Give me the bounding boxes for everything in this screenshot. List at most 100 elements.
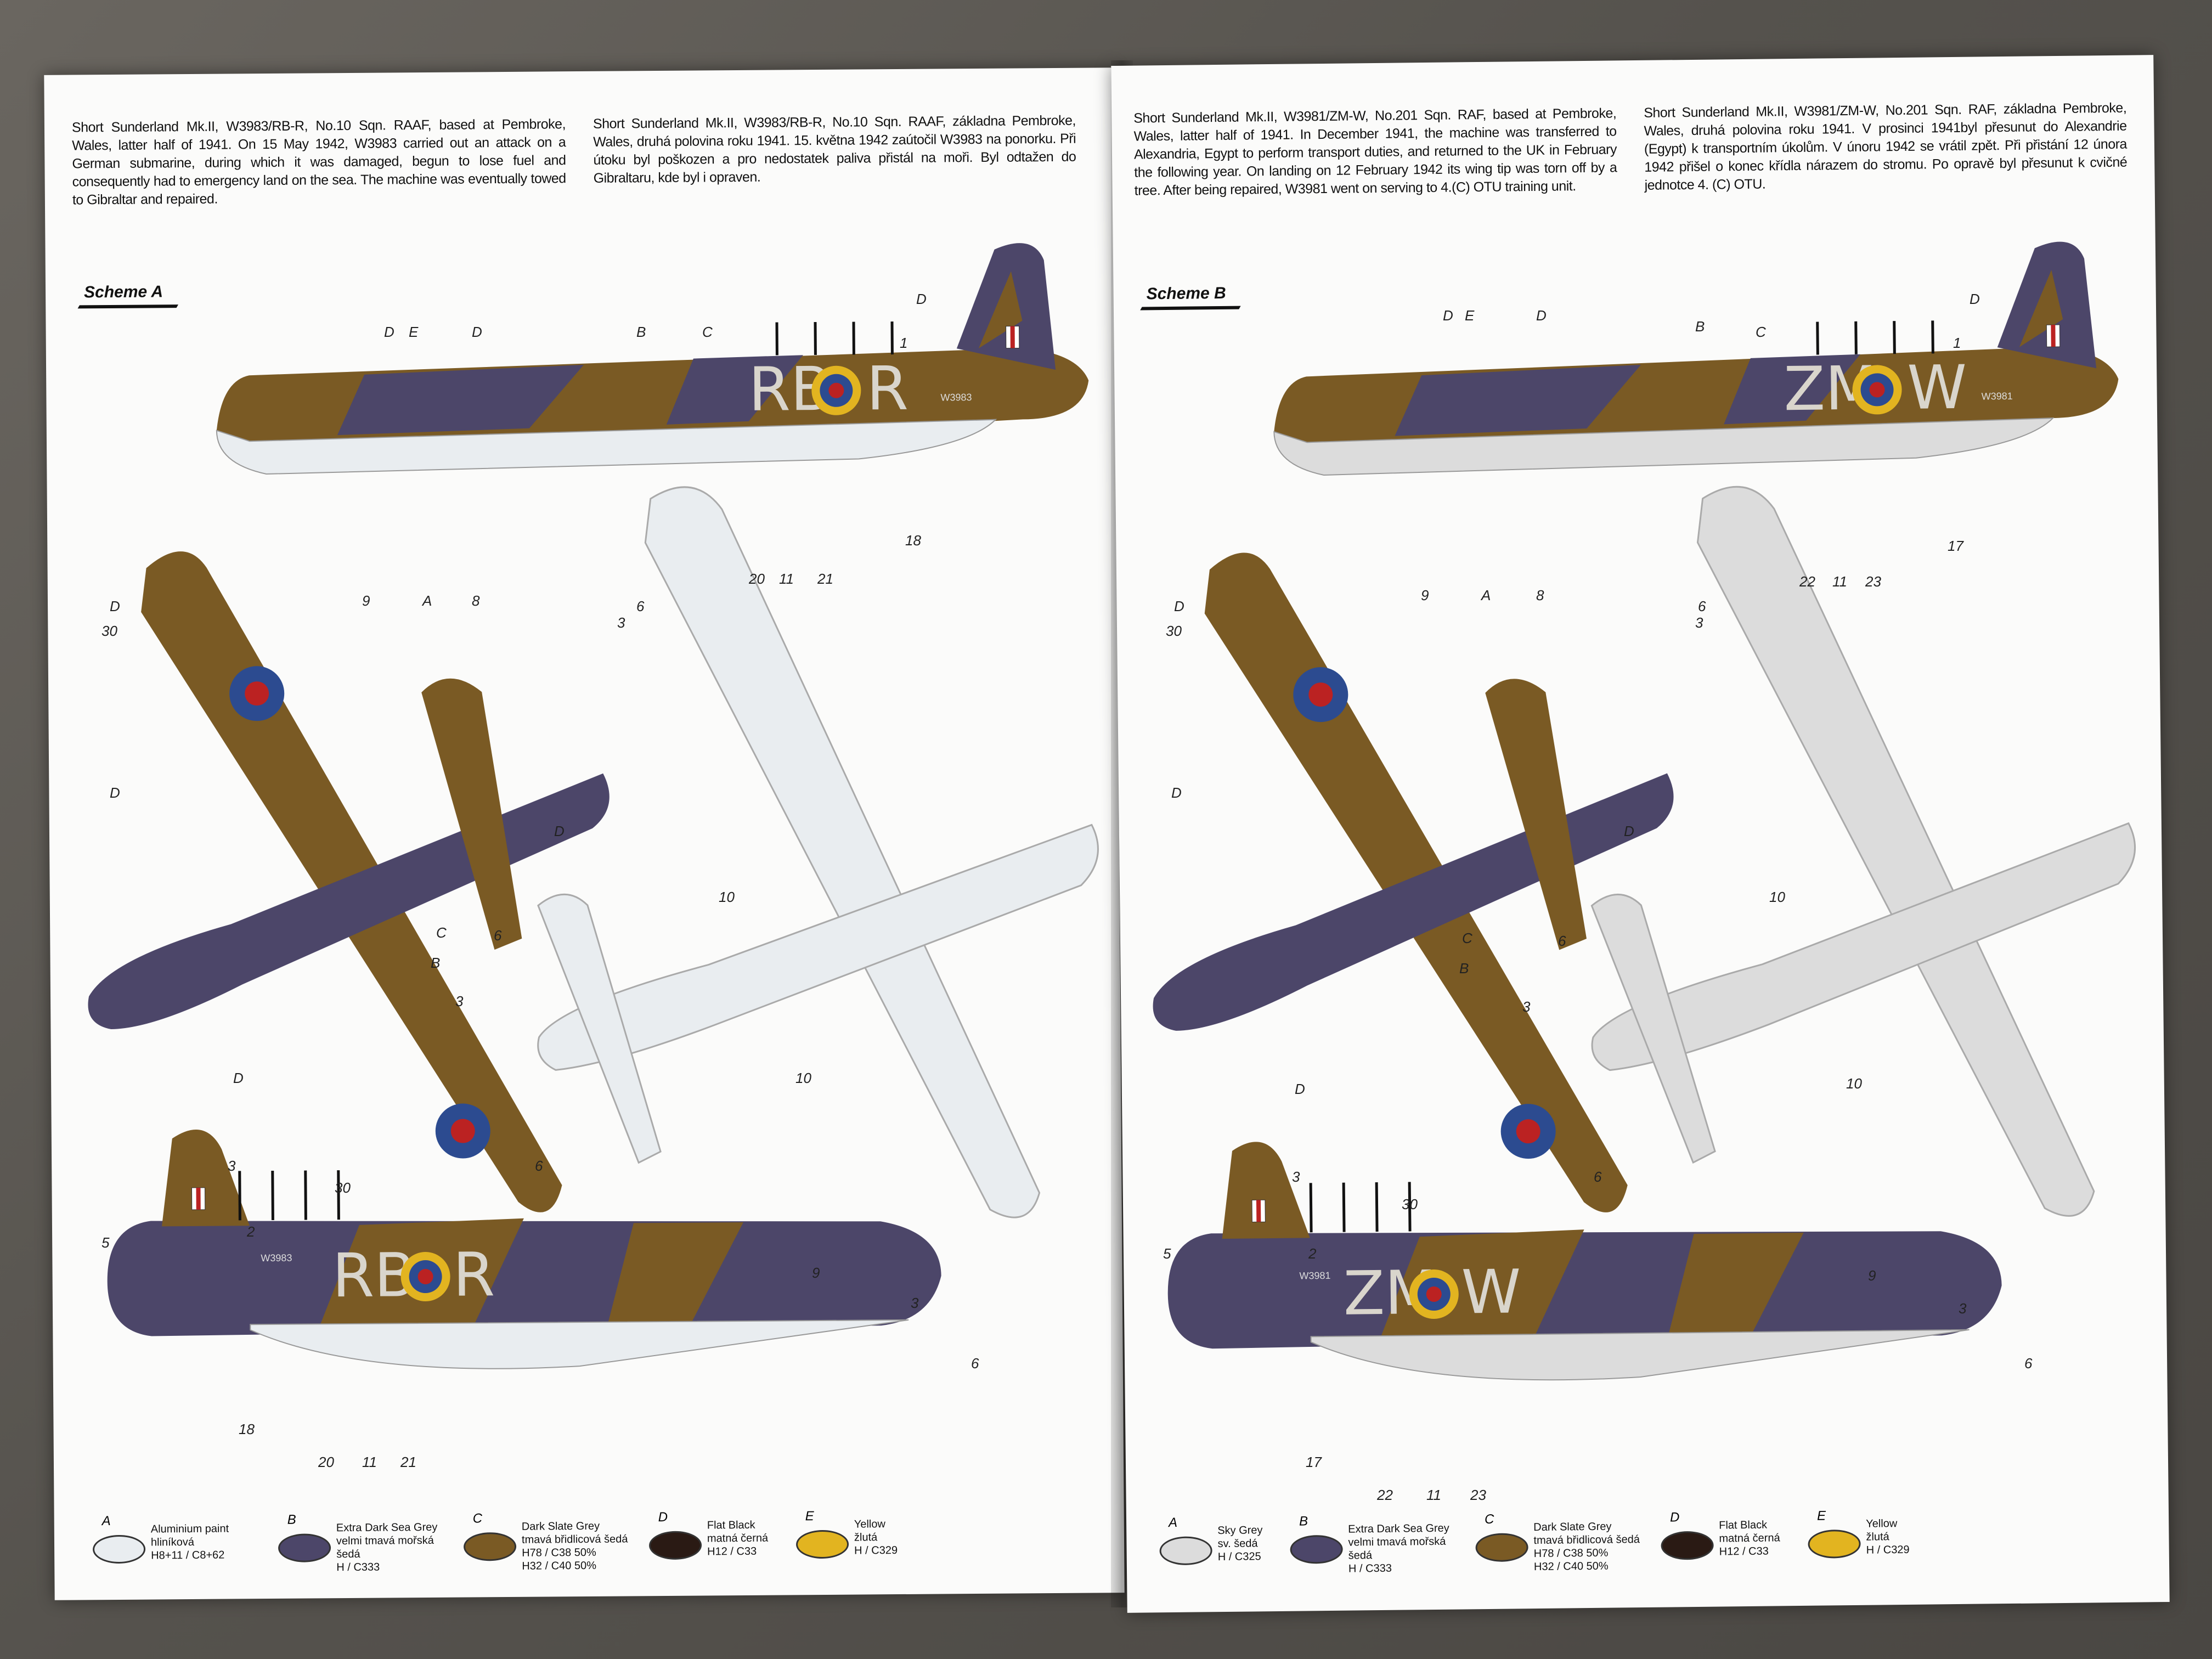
right-text-en: Short Sunderland Mk.II, W3981/ZM-W, No.2… (1133, 105, 1617, 199)
side-view-bottom-b: ZM W W3981 (1167, 1142, 2002, 1381)
callout-label: 6 (636, 598, 645, 614)
callout-label: 6 (2024, 1355, 2033, 1372)
callout-label: C (1462, 930, 1472, 946)
callout-label: D (554, 823, 565, 839)
callout-label: 18 (905, 532, 921, 549)
top-view-a (88, 551, 610, 1212)
callout-label: D (1174, 598, 1184, 614)
callout-label: D (1171, 785, 1182, 801)
side-view-top-b: ZM W W3981 (1273, 241, 2119, 476)
callout-label: 5 (101, 1234, 110, 1251)
right-page: Short Sunderland Mk.II, W3981/ZM-W, No.2… (1111, 55, 2170, 1613)
swatch-a-d: D (648, 1510, 702, 1560)
callout-label: 11 (1426, 1487, 1441, 1503)
callout-label: 6 (1698, 598, 1706, 614)
left-text-en: Short Sunderland Mk.II, W3983/RB-R, No.1… (71, 116, 566, 208)
callout-label: 9 (1421, 587, 1429, 603)
callout-label: B (1459, 960, 1469, 977)
callout-label: 30 (1402, 1196, 1418, 1212)
swatch-a-c: C (463, 1511, 517, 1561)
side-view-bottom-a: RB R W3983 (107, 1129, 941, 1369)
callout-label: 8 (1536, 587, 1544, 603)
serial-b: W3981 (1982, 391, 2013, 402)
callout-label: 10 (1769, 889, 1785, 905)
code-right-a2: R (453, 1239, 495, 1310)
callout-label: 6 (1594, 1169, 1602, 1185)
callout-label: D (472, 324, 482, 340)
callout-label: A (422, 592, 432, 609)
callout-label: 11 (1832, 573, 1847, 590)
callout-label: 17 (1948, 538, 1963, 554)
callout-label: 3 (228, 1158, 236, 1174)
callout-label: 11 (779, 571, 794, 587)
callout-label: 20 (318, 1454, 334, 1470)
code-right-a: R (866, 353, 909, 424)
callout-label: 21 (817, 571, 833, 587)
callout-label: 2 (247, 1223, 255, 1240)
code-right-b: W (1907, 352, 1967, 423)
callout-label: 3 (1522, 998, 1531, 1015)
scheme-a-label: Scheme A (83, 283, 163, 302)
callout-label: C (436, 924, 447, 941)
callout-label: A (1481, 587, 1491, 603)
callout-label: 2 (1308, 1245, 1317, 1262)
callout-label: 6 (494, 927, 502, 944)
callout-label: 30 (1166, 623, 1182, 639)
callout-label: 3 (911, 1295, 919, 1311)
callout-label: D (1295, 1081, 1305, 1097)
callout-label: D (110, 598, 120, 614)
callout-label: 9 (812, 1265, 820, 1281)
callout-label: 6 (971, 1355, 979, 1372)
bottom-view-a (537, 486, 1099, 1218)
callout-label: 6 (535, 1158, 543, 1174)
callout-label: 18 (239, 1421, 255, 1437)
code-right-b2: W (1461, 1256, 1521, 1327)
callout-label: D (1624, 823, 1634, 839)
callout-label: 3 (455, 993, 464, 1009)
callout-label: C (1756, 324, 1766, 340)
serial-b2: W3981 (1299, 1270, 1330, 1282)
callout-label: 17 (1306, 1454, 1322, 1470)
callout-label: D (916, 291, 927, 307)
callout-label: 22 (1799, 573, 1815, 590)
scheme-b-underline (1140, 306, 1241, 311)
side-view-top-a: RB R W3983 (216, 243, 1089, 475)
top-view-b (1153, 552, 1674, 1212)
bottom-view-b (1590, 486, 2136, 1217)
callout-label: 3 (617, 614, 625, 631)
callout-label: 23 (1470, 1487, 1486, 1503)
callout-label: B (1695, 318, 1705, 335)
left-text-cz: Short Sunderland Mk.II, W3983/RB-R, No.1… (592, 112, 1076, 186)
callout-label: 20 (749, 571, 765, 587)
serial-a2: W3983 (261, 1252, 292, 1263)
serial-a: W3983 (940, 392, 972, 403)
callout-label: 3 (1292, 1169, 1300, 1185)
callout-label: D (110, 785, 120, 801)
left-page: Short Sunderland Mk.II, W3983/RB-R, No.1… (44, 67, 1125, 1600)
swatch-b-a: A (1159, 1515, 1212, 1566)
callout-label: D (233, 1070, 244, 1086)
swatch-b-d: D (1661, 1510, 1714, 1560)
callout-label: 22 (1377, 1487, 1393, 1503)
callout-label: 23 (1865, 573, 1881, 590)
swatch-b-e: E (1808, 1509, 1861, 1559)
callout-label: D (1443, 307, 1453, 324)
swatch-a-e: E (795, 1509, 849, 1559)
callout-label: D (1970, 291, 1980, 307)
callout-label: B (636, 324, 646, 340)
callout-label: 30 (101, 623, 117, 639)
callout-label: 5 (1163, 1245, 1171, 1262)
callout-label: 10 (795, 1070, 811, 1086)
callout-label: 1 (1953, 335, 1961, 351)
swatch-a-b: B (278, 1513, 331, 1562)
callout-label: 3 (1695, 614, 1703, 631)
callout-label: D (384, 324, 394, 340)
